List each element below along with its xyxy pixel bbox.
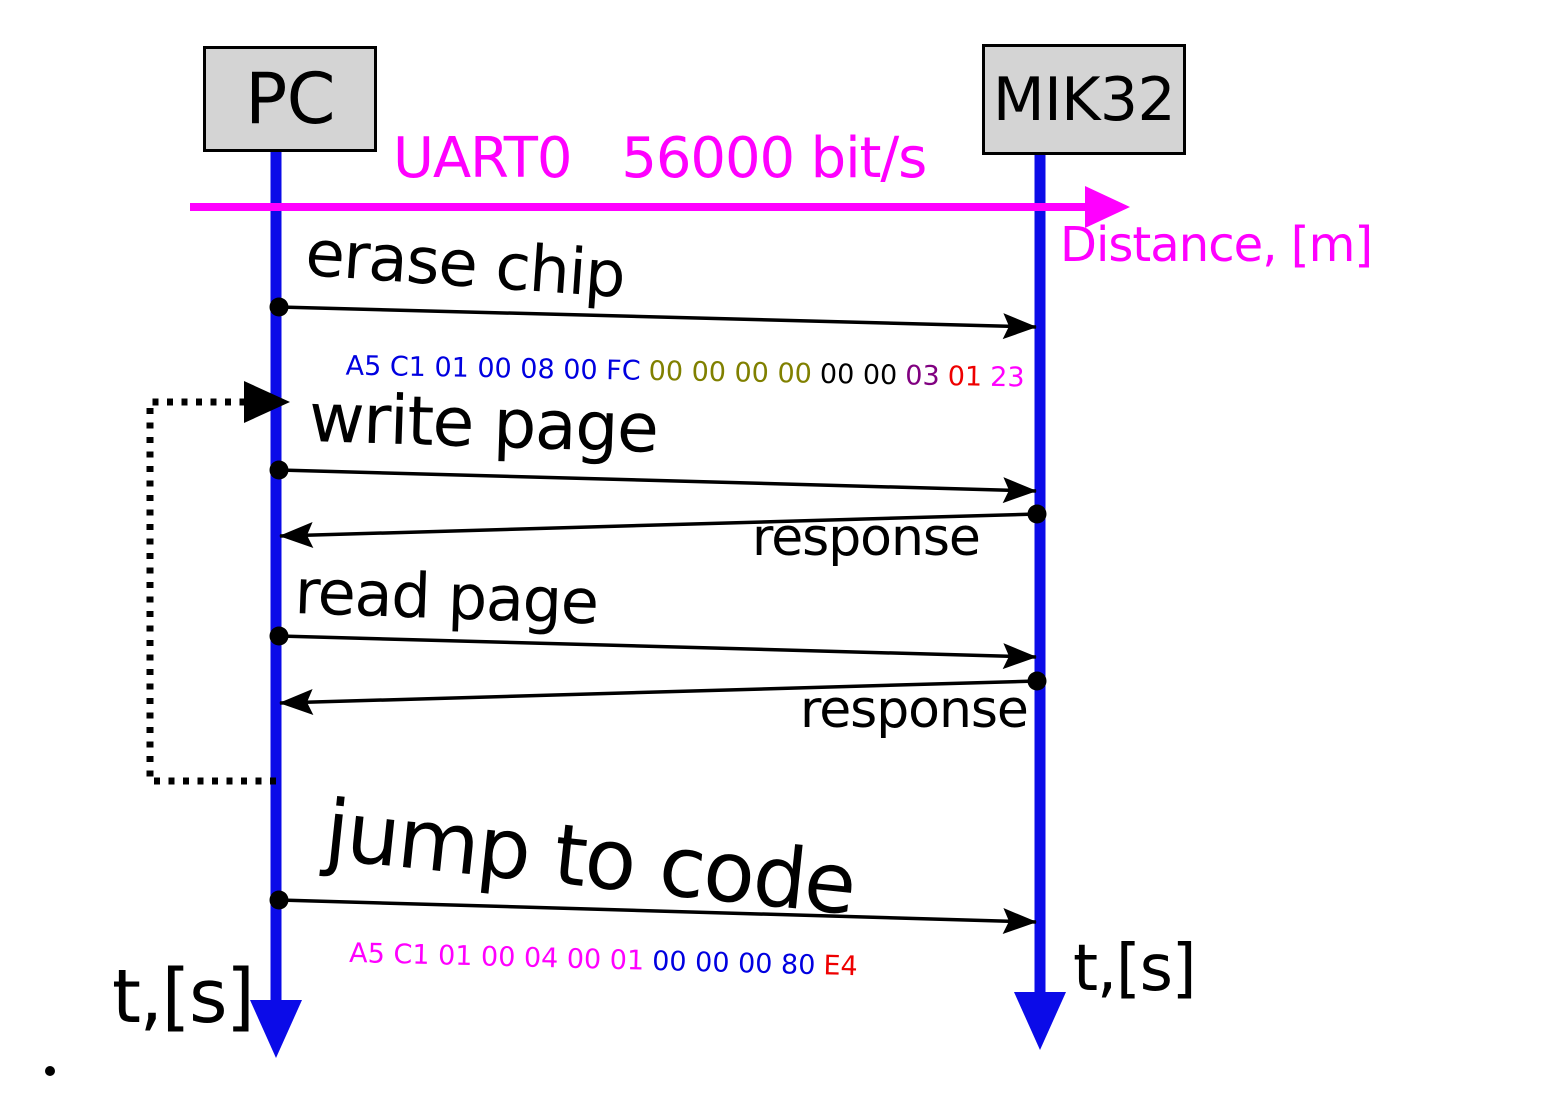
read-response-arrow [279,671,1047,716]
read-response-label: response [800,680,1029,740]
distance-axis-label: Distance, [m] [1060,217,1373,273]
pc-lifeline-arrowhead-icon [250,1000,302,1058]
pc-actor-box: PC [203,46,377,152]
mik32-actor-box: MIK32 [982,44,1186,155]
mik32-actor-label: MIK32 [992,64,1176,135]
write-page-arrow [269,460,1037,504]
jump-to-code-arrow [269,890,1037,935]
hex-byte-segment: 23 [989,361,1025,394]
hex-byte-segment: 00 00 00 80 [651,945,816,982]
hex-byte-segment: A5 C1 01 00 04 00 01 [348,937,645,977]
loop-box [146,398,281,785]
hex-byte-segment: 03 [905,360,940,392]
loop-entry-arrowhead-icon [244,381,290,423]
read-page-arrow [269,626,1037,670]
write-response-label: response [752,508,981,568]
uart-bus-arrowhead-icon [1085,186,1130,228]
uart-bus-label: UART0 56000 bit/s [393,126,927,191]
pc-actor-label: PC [245,58,335,140]
stray-dot [45,1066,55,1076]
write-page-label: write page [307,379,659,469]
time-axis-label-pc: t,[s] [112,954,255,1040]
hex-byte-segment: E4 [823,950,859,983]
erase-chip-arrow [269,297,1037,340]
hex-byte-segment: 00 00 [819,358,898,392]
mik32-lifeline-arrowhead-icon [1014,992,1066,1050]
read-page-label: read page [293,555,600,639]
write-response-arrow [279,504,1047,549]
time-axis-label-mik32: t,[s] [1073,932,1197,1006]
hex-byte-segment: 00 00 00 00 [648,355,813,390]
hex-byte-segment: 01 [947,361,983,393]
